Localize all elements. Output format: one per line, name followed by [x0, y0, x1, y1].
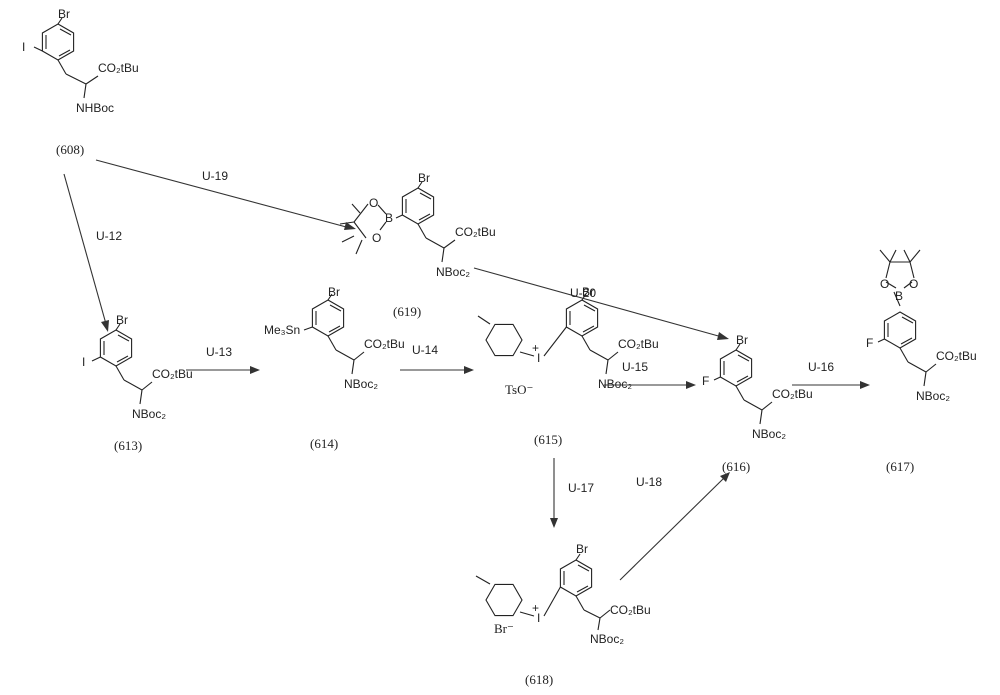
ester-label: CO₂tBu [772, 387, 813, 401]
compound-617-label: (617) [886, 459, 914, 474]
bromo-label: Br [116, 313, 128, 327]
step-label-u15: U-15 [622, 360, 648, 374]
compound-613-label: (613) [114, 438, 142, 453]
arrow-u13 [186, 366, 260, 374]
bromo-label: Br [58, 7, 70, 21]
plus-charge: + [532, 341, 539, 355]
boron-label: B [895, 289, 903, 303]
molecule-613: Br I CO₂tBu NBoc₂ [82, 313, 193, 421]
nboc2-label: NBoc₂ [590, 632, 624, 646]
iodo-label: I [82, 355, 85, 369]
nboc2-label: NBoc₂ [598, 377, 632, 391]
bromo-label: Br [576, 542, 588, 556]
compound-618-label: (618) [525, 672, 553, 687]
compound-619-label: (619) [393, 304, 421, 319]
step-label-u19: U-19 [202, 169, 228, 183]
nboc2-label: NBoc₂ [436, 265, 470, 279]
ester-label: CO₂tBu [618, 337, 659, 351]
arrow-u14 [400, 366, 474, 374]
iodo-label: I [22, 40, 25, 54]
compound-616-label: (616) [722, 459, 750, 474]
nhboc-label: NHBoc [76, 101, 114, 115]
compound-608-label: (608) [56, 142, 84, 157]
compound-614-label: (614) [310, 436, 338, 451]
step-label-u17: U-17 [568, 481, 594, 495]
plus-charge: + [532, 601, 539, 615]
ester-label: CO₂tBu [152, 367, 193, 381]
nboc2-label: NBoc₂ [132, 407, 166, 421]
molecule-615: I + Br TsO⁻ CO₂tBu NBoc₂ [478, 285, 659, 397]
molecule-618: I + Br Br⁻ CO₂tBu NBoc₂ [476, 542, 651, 646]
arrow-u20 [474, 268, 729, 340]
stannyl-label: Me₃Sn [264, 323, 300, 337]
step-label-u16: U-16 [808, 360, 834, 374]
step-label-u20: U-20 [570, 286, 596, 300]
nboc2-label: NBoc₂ [344, 377, 378, 391]
bromo-label: Br [418, 171, 430, 185]
nboc2-label: NBoc₂ [916, 389, 950, 403]
tosylate-label: TsO⁻ [505, 382, 533, 397]
ester-label: CO₂tBu [936, 349, 977, 363]
bromide-label: Br⁻ [494, 621, 514, 636]
bromo-label: Br [736, 333, 748, 347]
ester-label: CO₂tBu [610, 603, 651, 617]
molecule-616: Br F CO₂tBu NBoc₂ [702, 333, 813, 441]
arrow-u17 [550, 458, 558, 528]
oxygen-label: O [369, 196, 378, 210]
ester-label: CO₂tBu [364, 337, 405, 351]
oxygen-label: O [880, 277, 889, 291]
molecule-614: Br Me₃Sn CO₂tBu NBoc₂ [264, 285, 405, 391]
molecule-619: Br B O O CO₂tBu NBoc₂ [340, 171, 496, 279]
step-label-u12: U-12 [96, 229, 122, 243]
bromo-label: Br [328, 285, 340, 299]
oxygen-label: O [909, 277, 918, 291]
molecule-608: Br I CO₂tBu NHBoc [22, 7, 139, 115]
boron-label: B [385, 211, 393, 225]
molecule-617: B O O F CO₂tBu NBoc₂ [866, 250, 977, 403]
fluoro-label: F [702, 374, 709, 388]
ester-label: CO₂tBu [455, 225, 496, 239]
step-label-u14: U-14 [412, 343, 438, 357]
step-label-u18: U-18 [636, 475, 662, 489]
oxygen-label: O [372, 231, 381, 245]
nboc2-label: NBoc₂ [752, 427, 786, 441]
fluoro-label: F [866, 336, 873, 350]
step-label-u13: U-13 [206, 345, 232, 359]
ester-label: CO₂tBu [98, 61, 139, 75]
compound-615-label: (615) [534, 432, 562, 447]
arrow-u12 [64, 174, 109, 332]
